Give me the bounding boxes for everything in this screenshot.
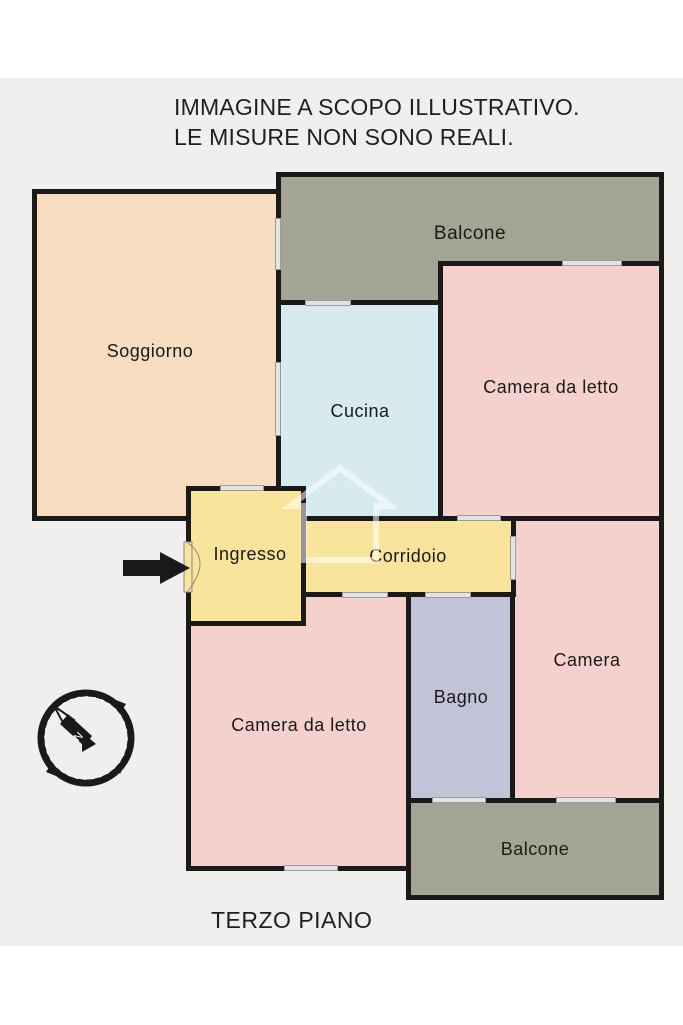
window xyxy=(275,362,281,436)
room-ingresso: Ingresso xyxy=(186,486,306,626)
window xyxy=(220,485,264,491)
room-label-bagno: Bagno xyxy=(433,687,489,707)
room-label-camera: Camera xyxy=(553,649,621,670)
window xyxy=(425,592,471,598)
room-label-ingresso: Ingresso xyxy=(213,543,287,564)
window xyxy=(457,515,501,521)
compass-icon: N xyxy=(37,689,135,787)
window xyxy=(275,218,281,270)
room-label-camera-da-letto-bottom: Camera da letto xyxy=(231,714,367,735)
window xyxy=(562,260,622,266)
room-bagno: Bagno xyxy=(406,591,516,804)
disclaimer-line-2: LE MISURE NON SONO REALI. xyxy=(174,124,514,150)
watermark-logo xyxy=(281,464,399,563)
room-label-soggiorno: Soggiorno xyxy=(106,340,194,361)
room-label-balcone-top: Balcone xyxy=(433,223,507,244)
disclaimer-line-1: IMMAGINE A SCOPO ILLUSTRATIVO. xyxy=(174,94,580,120)
room-balcone-bottom: Balcone xyxy=(406,798,664,900)
window xyxy=(342,592,388,598)
room-camera: Camera xyxy=(510,516,664,804)
floor-label: TERZO PIANO xyxy=(211,907,373,933)
window xyxy=(305,300,351,306)
window xyxy=(284,865,338,871)
room-label-camera-da-letto-top: Camera da letto xyxy=(483,377,619,397)
window xyxy=(556,797,616,803)
entrance-arrow-icon xyxy=(123,552,190,584)
window xyxy=(432,797,486,803)
room-camera-da-letto-top: Camera da letto xyxy=(438,261,664,522)
room-label-cucina: Cucina xyxy=(330,400,390,421)
window xyxy=(510,536,516,580)
room-label-balcone-bottom: Balcone xyxy=(500,838,570,859)
room-label-corridoio: Corridoio xyxy=(369,546,447,566)
